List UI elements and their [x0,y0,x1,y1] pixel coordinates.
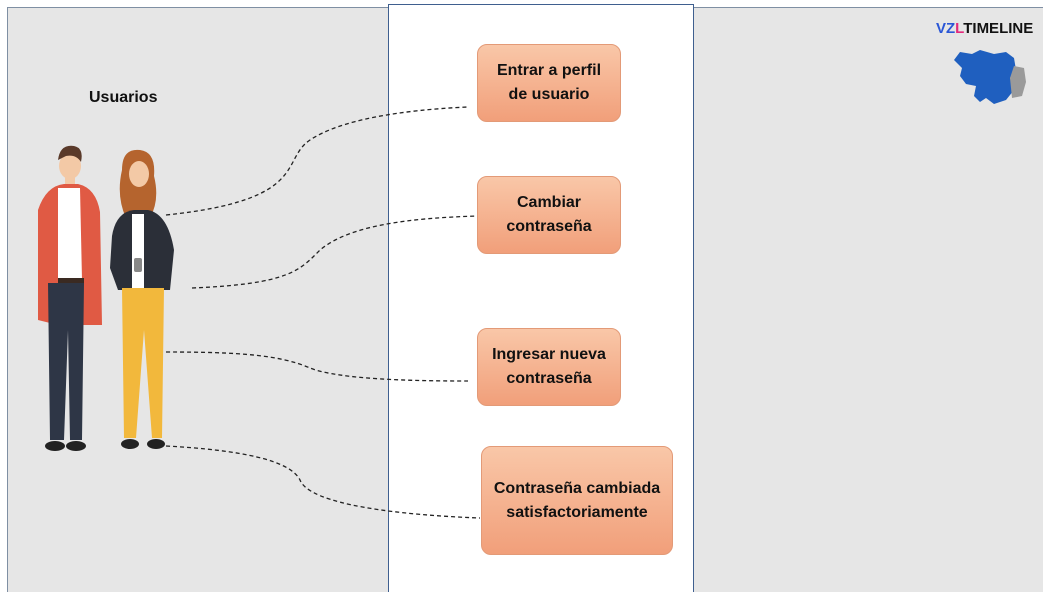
users-illustration [38,145,174,451]
step-cambiar-contrasena: Cambiar contraseña [477,176,621,254]
brand-logo: VZLTIMELINE [936,20,1033,37]
step-contrasena-cambiada: Contraseña cambiada satisfactoriamente [481,446,673,555]
venezuela-map-icon [954,50,1026,104]
brand-timeline: TIMELINE [963,20,1034,37]
step-entrar-perfil: Entrar a perfil de usuario [477,44,621,122]
man-figure [38,145,102,451]
woman-figure [110,149,174,449]
right-background-panel [693,7,1043,592]
brand-vz: VZ [936,20,956,37]
brand-l: L [955,20,964,37]
users-label: Usuarios [89,89,158,106]
step-ingresar-nueva-contrasena: Ingresar nueva contraseña [477,328,621,406]
